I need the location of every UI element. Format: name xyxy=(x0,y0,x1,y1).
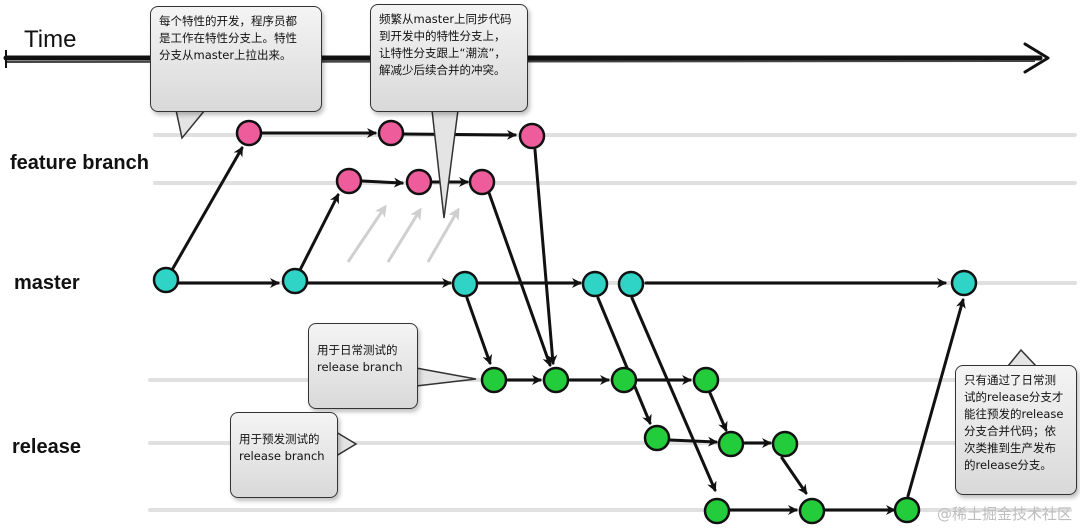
commit-arrows xyxy=(170,128,966,515)
master-commits xyxy=(152,266,978,298)
feature-commit xyxy=(235,119,263,147)
release-commit xyxy=(542,366,570,394)
lane-label-master: master xyxy=(14,272,80,294)
master-commit xyxy=(581,270,609,298)
master-commit xyxy=(950,269,978,297)
feature-commit xyxy=(518,122,546,150)
lane-label-feature: feature branch xyxy=(10,152,149,174)
release-commit xyxy=(480,366,508,394)
release-commit xyxy=(717,430,745,458)
sync-arrows xyxy=(346,204,460,263)
master-commit xyxy=(152,266,180,294)
release-commit xyxy=(703,497,731,525)
release-commit xyxy=(771,430,799,458)
feature-commit xyxy=(468,168,496,196)
master-commit xyxy=(617,270,645,298)
release-commits xyxy=(480,366,921,525)
lane-label-release: release xyxy=(12,436,81,458)
release-commit xyxy=(610,366,638,394)
release-commit xyxy=(893,496,921,524)
callout-release-note-text: 只有通过了日常测 试的release分支才 能往预发的release 分支合并代… xyxy=(964,373,1064,472)
release-commit xyxy=(643,424,671,452)
feature-commit xyxy=(377,119,405,147)
callout-daily-test: 用于日常测试的 release branch xyxy=(308,323,418,409)
release-commit xyxy=(798,497,826,525)
callout-daily-test-text: 用于日常测试的 release branch xyxy=(317,343,403,374)
callout-tails xyxy=(175,109,1038,458)
callout-feature-dev: 每个特性的开发，程序员都 是工作在特性分支上。特性 分支从master上拉出来。 xyxy=(150,6,322,112)
master-commit xyxy=(451,270,479,298)
feature-commit xyxy=(405,168,433,196)
callout-feature-dev-text: 每个特性的开发，程序员都 是工作在特性分支上。特性 分支从master上拉出来。 xyxy=(159,14,297,62)
callout-pre-release: 用于预发测试的 release branch xyxy=(230,412,338,498)
callout-release-note: 只有通过了日常测 试的release分支才 能往预发的release 分支合并代… xyxy=(955,365,1077,495)
callout-pre-release-text: 用于预发测试的 release branch xyxy=(239,432,325,463)
time-axis-label: Time xyxy=(24,26,77,53)
release-commit xyxy=(692,366,720,394)
feature-commit xyxy=(335,167,363,195)
watermark: @稀土掘金技术社区 xyxy=(936,505,1072,523)
callout-sync: 频繁从master上同步代码 到开发中的特性分支上， 让特性分支跟上“潮流”， … xyxy=(370,4,528,112)
master-commit xyxy=(281,267,309,295)
callout-sync-text: 频繁从master上同步代码 到开发中的特性分支上， 让特性分支跟上“潮流”， … xyxy=(379,12,512,77)
feature-commits xyxy=(235,119,546,196)
